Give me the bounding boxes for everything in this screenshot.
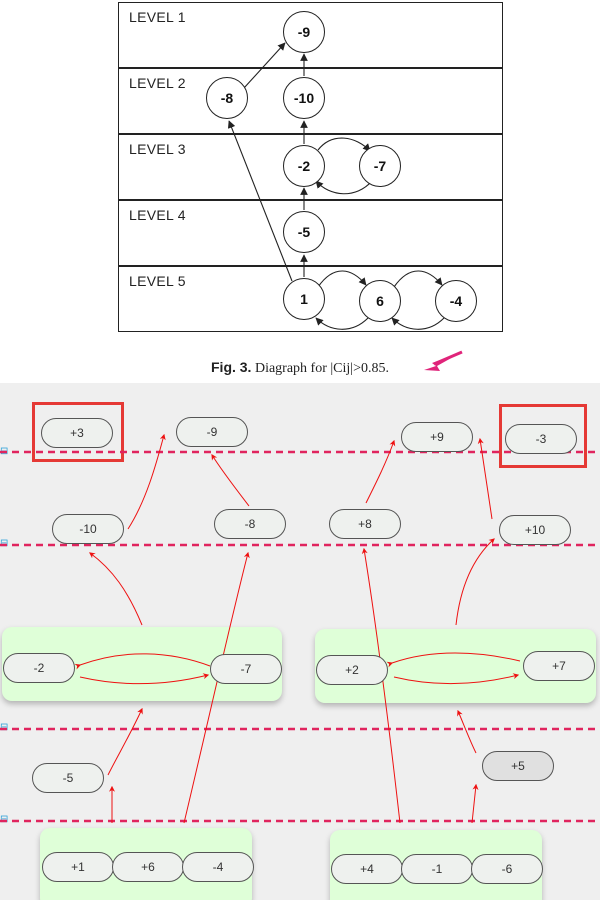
node-pill-m9[interactable]: -9	[176, 417, 248, 447]
level-band-3: LEVEL 3	[118, 134, 503, 200]
level-band-2: LEVEL 2	[118, 68, 503, 134]
level-label: LEVEL 5	[129, 273, 186, 289]
level-handle-icon[interactable]: ⊟	[0, 538, 9, 549]
level-label: LEVEL 2	[129, 75, 186, 91]
node-pill-plus2[interactable]: +2	[316, 655, 388, 685]
edge-group-plus10	[455, 538, 495, 626]
edge-6-m4	[393, 270, 443, 288]
diagraph-figure: LEVEL 1 LEVEL 2 LEVEL 3 LEVEL 4 LEVEL 5	[0, 0, 600, 383]
node-pill-plus8[interactable]: +8	[329, 509, 401, 539]
node-m5: -5	[283, 211, 325, 253]
node-pill-plus10[interactable]: +10	[499, 515, 571, 545]
node-pill-plus7[interactable]: +7	[523, 651, 595, 681]
node-pill-plus3[interactable]: +3	[41, 418, 113, 448]
edge-group-m8	[183, 551, 250, 824]
caption-text: Diagraph for |Cij|>0.85.	[254, 361, 389, 376]
node-m8: -8	[206, 77, 248, 119]
node-pill-plus9[interactable]: +9	[401, 422, 473, 452]
node-pill-plus4[interactable]: +4	[331, 854, 403, 884]
edge-m4-6	[391, 317, 445, 330]
edge-1-m8	[227, 120, 293, 282]
node-m10: -10	[283, 77, 325, 119]
edge-m2-m7	[317, 137, 371, 152]
node-pill-m10[interactable]: -10	[52, 514, 124, 544]
edge-m10-m9	[127, 433, 166, 530]
edge-plus8-plus9	[365, 439, 396, 504]
edge-plus5-group	[457, 709, 477, 754]
node-pill-plus5[interactable]: +5	[482, 751, 554, 781]
highlight-box-m3	[499, 404, 587, 468]
level-label: LEVEL 4	[129, 207, 186, 223]
node-pill-m1[interactable]: -1	[401, 854, 473, 884]
edge-m8-m9	[211, 453, 250, 507]
graph-editor-canvas[interactable]: ⊟ ⊟ ⊟ ⊟	[0, 383, 600, 900]
edge-group-m10	[89, 552, 143, 626]
level-handle-icon[interactable]: ⊟	[0, 814, 9, 825]
level-band-1: LEVEL 1	[118, 2, 503, 68]
node-m7: -7	[359, 145, 401, 187]
edge-m2-m7-bottom	[79, 673, 210, 685]
node-pill-m4[interactable]: -4	[182, 852, 254, 882]
edge-m5-group	[107, 707, 143, 776]
edge-plus2-plus7-top	[386, 652, 521, 668]
node-6: 6	[359, 280, 401, 322]
level-lines	[0, 450, 600, 823]
node-pill-plus1[interactable]: +1	[42, 852, 114, 882]
edge-6-1	[315, 317, 369, 330]
node-m4: -4	[435, 280, 477, 322]
figure-edges	[227, 42, 445, 330]
edge-group-plus8	[361, 547, 401, 824]
edge-plus10-plus9	[477, 437, 493, 520]
node-1: 1	[283, 278, 325, 320]
node-m2: -2	[283, 145, 325, 187]
level-label: LEVEL 3	[129, 141, 186, 157]
editor-edges	[0, 433, 600, 872]
node-pill-m6[interactable]: -6	[471, 854, 543, 884]
figure-caption: Fig. 3. Diagraph for |Cij|>0.85.	[0, 359, 600, 377]
edge-1-6	[317, 270, 367, 288]
node-pill-m7[interactable]: -7	[210, 654, 282, 684]
level-label: LEVEL 1	[129, 9, 186, 25]
edge-m8-m9	[243, 42, 286, 89]
level-band-4: LEVEL 4	[118, 200, 503, 266]
node-pill-m2[interactable]: -2	[3, 653, 75, 683]
node-pill-plus6[interactable]: +6	[112, 852, 184, 882]
node-pill-m3[interactable]: -3	[505, 424, 577, 454]
highlight-box-plus3	[32, 402, 124, 462]
edge-m7-m2	[315, 180, 373, 195]
node-pill-m5[interactable]: -5	[32, 763, 104, 793]
node-m9: -9	[283, 11, 325, 53]
edge-m2-m7-top	[74, 653, 211, 670]
caption-prefix: Fig. 3.	[211, 359, 252, 375]
node-pill-m8[interactable]: -8	[214, 509, 286, 539]
level-band-5: LEVEL 5	[118, 266, 503, 332]
level-handle-icon[interactable]: ⊟	[0, 722, 9, 733]
edge-group-plus5	[471, 783, 479, 824]
edge-plus2-plus7-bottom	[393, 673, 520, 685]
